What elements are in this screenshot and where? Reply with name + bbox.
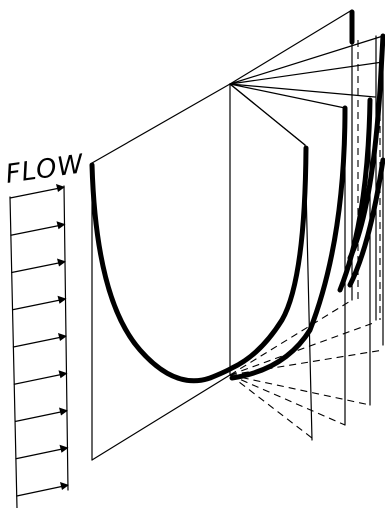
vane-top-edge-4	[229, 83, 376, 98]
flow-indicator	[9, 184, 69, 508]
flow-arrow-shaft	[9, 187, 61, 199]
front-vane-top-edge	[91, 83, 231, 164]
flow-arrow-shaft	[15, 448, 65, 460]
hidden-line-4	[229, 321, 377, 376]
flow-arrow-shaft	[16, 485, 65, 497]
flow-tip-line	[63, 185, 69, 491]
front-vane-bottom-edge	[91, 374, 231, 461]
flow-arrowhead	[58, 333, 67, 341]
flow-arrowhead	[59, 407, 68, 416]
flow-arrowhead	[59, 444, 69, 453]
hidden-line-8	[229, 374, 313, 439]
flow-arrow-shaft	[14, 410, 64, 423]
front-vane-profile	[89, 145, 309, 384]
flow-arrowhead	[58, 370, 68, 379]
second-vane-profile	[229, 105, 348, 381]
flow-arrow-shaft	[13, 373, 64, 385]
vane-profile-3	[337, 97, 373, 293]
vane-top-edge-2	[229, 35, 384, 85]
front-vane	[89, 83, 309, 461]
flow-arrowhead	[56, 221, 66, 230]
flow-arrow-shaft	[10, 224, 62, 236]
vane-profile-4	[347, 157, 385, 288]
vane-top-edge-5	[229, 83, 346, 109]
flow-arrow-shaft	[12, 336, 63, 348]
flow-arrowhead	[60, 482, 69, 490]
flow-arrowhead	[56, 184, 65, 192]
flow-label: FLOW	[4, 149, 87, 190]
flow-arrowhead	[57, 258, 66, 267]
vane-top-edge-3	[229, 61, 384, 85]
hidden-line-7	[229, 374, 346, 426]
flow-baseline	[9, 196, 18, 508]
flow-arrowhead	[57, 295, 67, 304]
flow-arrow-shaft	[11, 261, 62, 274]
flow-arrow-shaft	[11, 299, 63, 311]
vane-top-edge-1	[229, 9, 353, 85]
front-right-top-edge	[229, 83, 306, 146]
hidden-line-6	[229, 374, 371, 406]
